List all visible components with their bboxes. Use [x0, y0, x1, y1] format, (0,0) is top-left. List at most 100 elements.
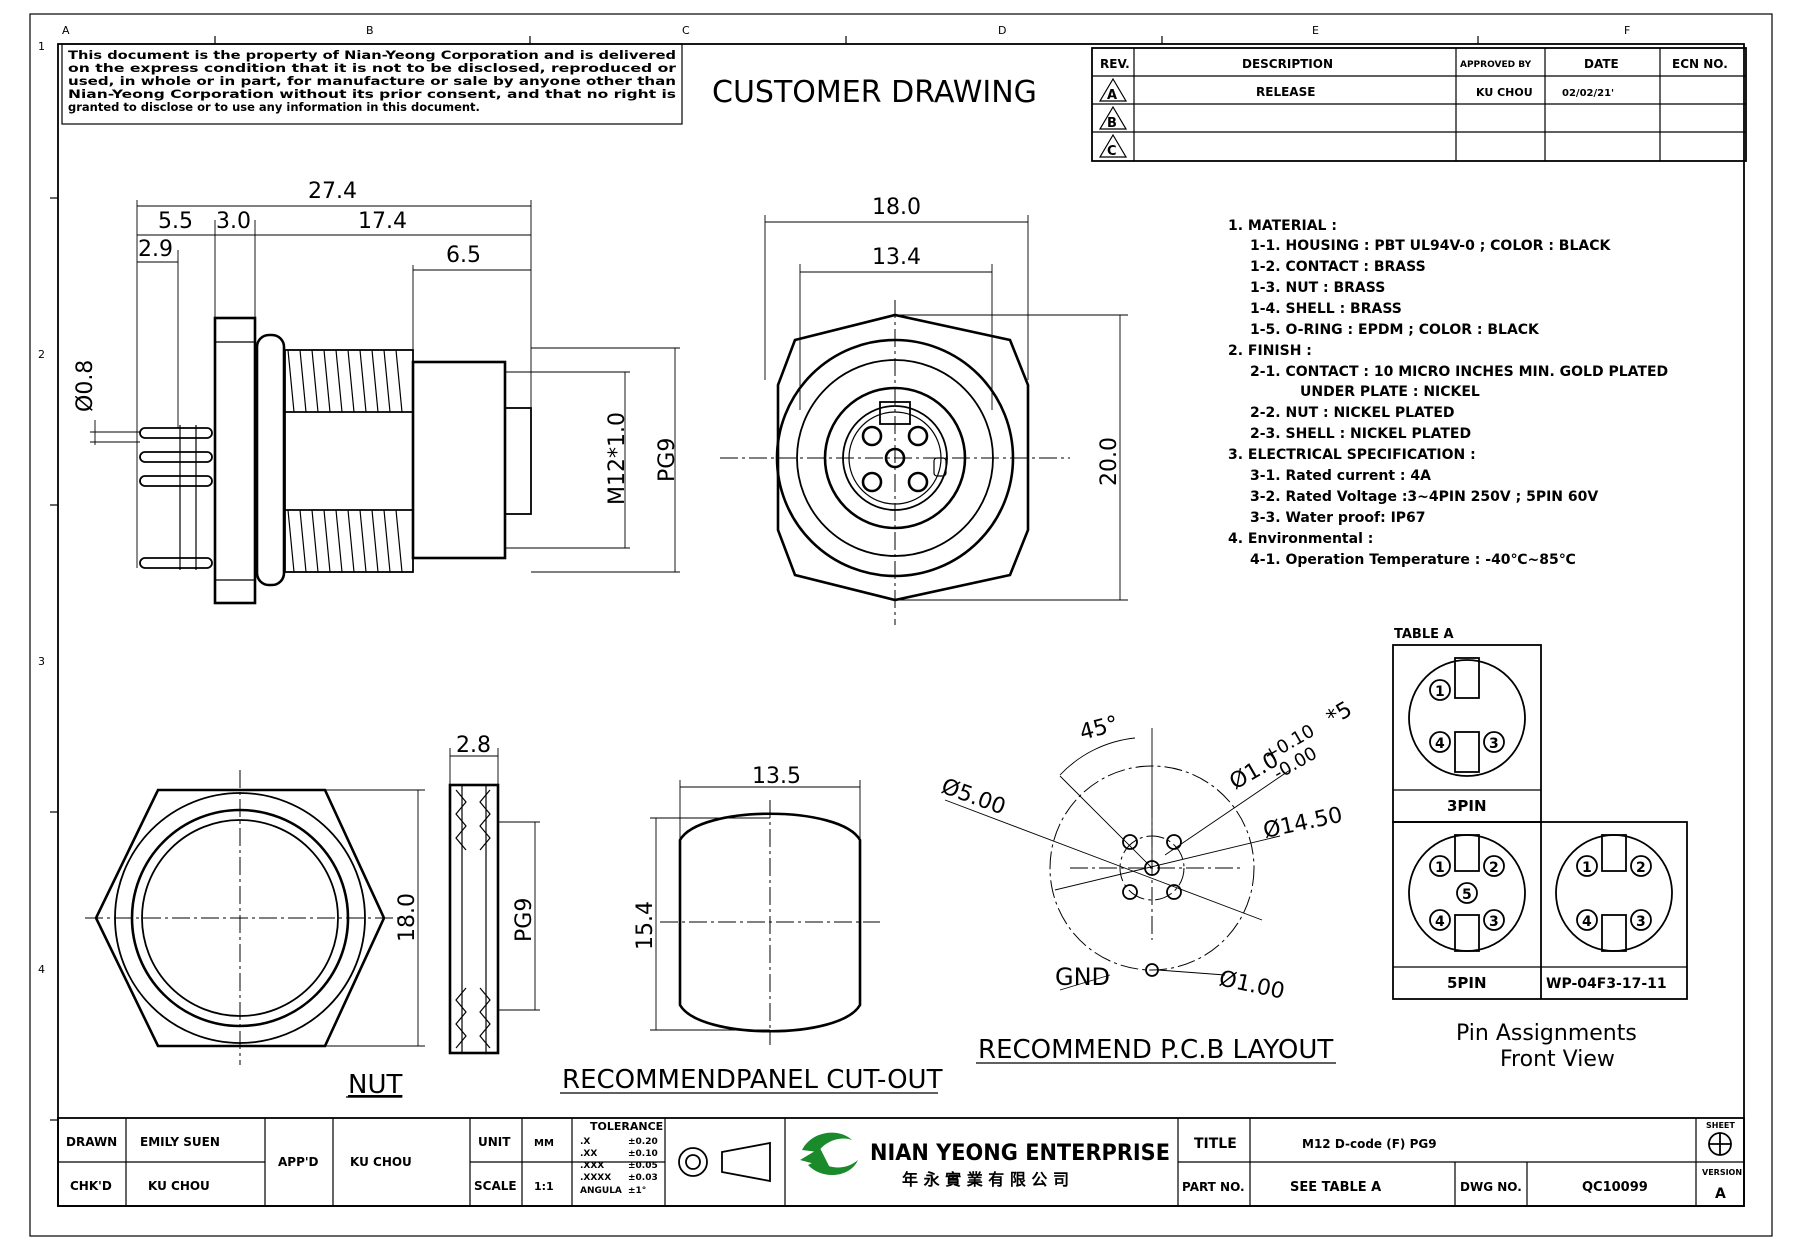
note-3: 3. ELECTRICAL SPECIFICATION : [1228, 447, 1476, 463]
unit-label: UNIT [478, 1135, 511, 1149]
checked-by: KU CHOU [148, 1179, 210, 1193]
company-name: NIAN YEONG ENTERPRISE [870, 1141, 1170, 1166]
checked-label: CHK'D [70, 1179, 112, 1193]
grid-row-4: 4 [38, 963, 45, 976]
dim-nut-height: 18.0 [395, 893, 420, 942]
drawn-by: EMILY SUEN [140, 1135, 220, 1149]
rev-a-description: RELEASE [1256, 85, 1315, 99]
rev-header: REV. [1100, 57, 1130, 71]
copyright-box [61, 43, 683, 125]
note-1-1: 1-1. HOUSING : PBT UL94V-0 ; COLOR : BLA… [1250, 238, 1611, 254]
pcb-count: *5 [1323, 697, 1357, 731]
note-4: 4. Environmental : [1228, 531, 1373, 547]
dim-nut-width: 2.8 [456, 733, 491, 758]
tol-val-0: ±0.20 [628, 1137, 658, 1147]
dim-side-2-9: 2.9 [138, 237, 173, 262]
pcb-angle: 45° [1077, 712, 1121, 746]
approved-by: KU CHOU [350, 1155, 412, 1169]
dim-side-pg: PG9 [655, 438, 680, 482]
scale-label: SCALE [474, 1179, 517, 1193]
pcb-hole: Ø5.00 [938, 774, 1009, 820]
tol-key-2: .XXX [580, 1161, 604, 1171]
tol-key-1: .XX [580, 1149, 597, 1159]
pin3-num-1: 1 [1435, 684, 1445, 700]
pcb-label: RECOMMEND P.C.B LAYOUT [978, 1035, 1333, 1065]
title-value: M12 D-code (F) PG9 [1302, 1137, 1437, 1151]
dim-side-thread: M12*1.0 [605, 412, 630, 505]
pin3-num-3: 3 [1489, 736, 1499, 752]
panel-cutout [650, 780, 880, 1045]
dim-side-3-0: 3.0 [216, 209, 251, 234]
version-value: A [1715, 1186, 1726, 1202]
rev-a-date: 02/02/21' [1562, 88, 1614, 99]
grid-row-1: 1 [38, 40, 45, 53]
rev-c-triangle [1098, 133, 1128, 158]
note-1-5: 1-5. O-RING : EPDM ; COLOR : BLACK [1250, 322, 1540, 338]
pin-label-3pin: 3PIN [1447, 797, 1487, 815]
rev-c-letter: C [1107, 144, 1117, 159]
tol-val-4: ±1° [628, 1186, 646, 1196]
tol-key-0: .X [580, 1137, 590, 1147]
pin4-num-1: 1 [1582, 860, 1592, 876]
tol-key-4: ANGULA [580, 1186, 622, 1196]
dim-front-outer: 18.0 [872, 195, 921, 220]
rev-a-triangle [1098, 77, 1128, 102]
copyright-line-1: This document is the property of Nian-Ye… [68, 48, 676, 62]
pin4-num-3: 3 [1636, 914, 1646, 930]
copyright-line-2: on the express condition that it is not … [68, 61, 676, 75]
note-3-3: 3-3. Water proof: IP67 [1250, 510, 1426, 526]
note-2-1b: UNDER PLATE : NICKEL [1300, 384, 1480, 400]
pcb-circle: Ø14.50 [1261, 803, 1345, 844]
pin-caption-line-2: Front View [1500, 1047, 1615, 1072]
dim-side-17-4: 17.4 [358, 209, 407, 234]
grid-col-e: E [1312, 24, 1319, 37]
title-label: TITLE [1194, 1136, 1237, 1152]
pin5-num-5: 5 [1462, 887, 1472, 903]
dim-front-inner: 13.4 [872, 245, 921, 270]
pin5-num-3: 3 [1489, 914, 1499, 930]
grid-col-a: A [62, 24, 70, 37]
dim-panel-height: 15.4 [633, 901, 658, 950]
grid-col-c: C [682, 24, 690, 37]
pin-table-title: TABLE A [1394, 627, 1454, 642]
sheet-icon [1708, 1132, 1732, 1156]
version-label: VERSION [1702, 1168, 1742, 1177]
grid-col-b: B [366, 24, 374, 37]
panel-label: RECOMMENDPANEL CUT-OUT [562, 1065, 943, 1095]
dim-side-pin: Ø0.8 [73, 360, 98, 412]
note-2: 2. FINISH : [1228, 343, 1312, 359]
note-2-1: 2-1. CONTACT : 10 MICRO INCHES MIN. GOLD… [1250, 364, 1668, 380]
date-header: DATE [1584, 57, 1619, 71]
grid-rows: 1 2 3 4 [38, 40, 58, 1121]
unit-value: MM [534, 1138, 554, 1149]
rev-a-approved: KU CHOU [1476, 86, 1533, 99]
approved-header: APPROVED BY [1460, 60, 1532, 70]
pin-caption-line-1: Pin Assignments [1456, 1021, 1637, 1046]
tolerance-title: TOLERANCE [590, 1120, 663, 1133]
copyright-line-5: granted to disclose or to use any inform… [68, 100, 480, 114]
grid-row-2: 2 [38, 348, 45, 361]
dim-side-6-5: 6.5 [446, 243, 481, 268]
pin5-num-1: 1 [1435, 860, 1445, 876]
part-label: PART NO. [1182, 1180, 1245, 1194]
dim-nut-pg: PG9 [512, 898, 537, 942]
note-1-4: 1-4. SHELL : BRASS [1250, 301, 1402, 317]
pin-label-wp: WP-04F3-17-11 [1546, 976, 1667, 992]
pin4-num-4: 4 [1582, 914, 1592, 930]
pin-label-5pin: 5PIN [1447, 974, 1487, 992]
dim-panel-width: 13.5 [752, 764, 801, 789]
projection-symbol [678, 1141, 771, 1183]
scale-value: 1:1 [534, 1180, 554, 1193]
company-name-cn: 年 永 實 業 有 限 公 司 [902, 1170, 1069, 1189]
note-1-2: 1-2. CONTACT : BRASS [1250, 259, 1426, 275]
rev-a-letter: A [1107, 88, 1117, 103]
approved-label: APP'D [278, 1155, 319, 1169]
description-header: DESCRIPTION [1242, 57, 1333, 71]
outer-border [29, 13, 1773, 1237]
note-1-3: 1-3. NUT : BRASS [1250, 280, 1385, 296]
note-2-3: 2-3. SHELL : NICKEL PLATED [1250, 426, 1471, 442]
dim-side-overall: 27.4 [308, 179, 357, 204]
pcb-gnd-hole: Ø1.00 [1217, 966, 1287, 1004]
pin-table: TABLE A 1 4 3 3PIN 1 2 5 4 3 5PIN [1392, 627, 1688, 1072]
pin3-num-4: 4 [1435, 736, 1445, 752]
